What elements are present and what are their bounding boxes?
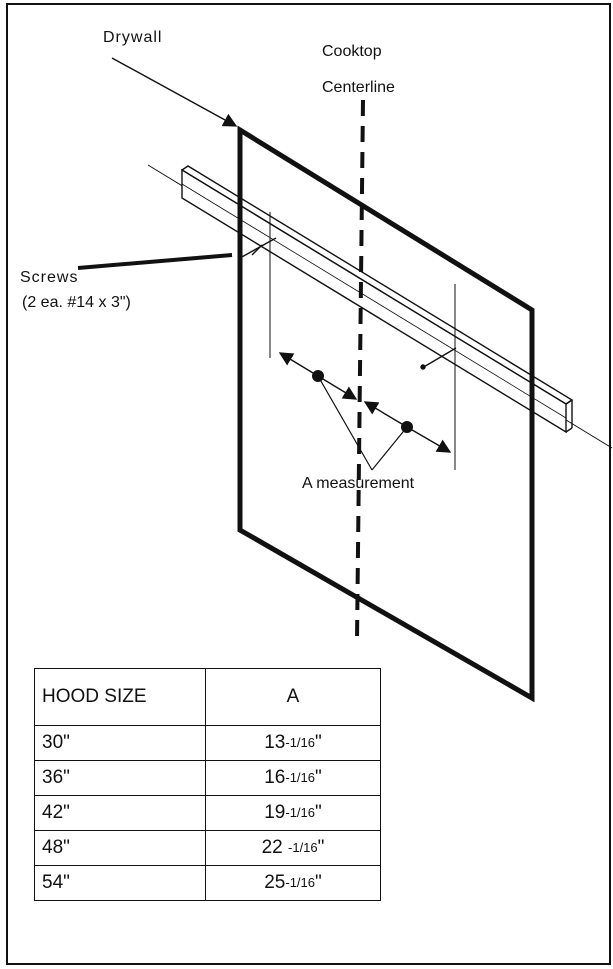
a-value-cell: 16-1/16"	[205, 760, 381, 796]
table-row: 30" 13-1/16"	[34, 725, 381, 761]
a-value-whole: 25	[264, 872, 286, 893]
drywall-panel	[237, 125, 535, 703]
a-value-cell: 13-1/16"	[205, 725, 381, 761]
hood-size-table: HOOD SIZE A 30" 13-1/16" 36" 16-1/16" 42…	[34, 668, 381, 901]
hood-size-cell: 30"	[34, 725, 206, 761]
screws-label: Screws	[20, 269, 79, 286]
a-value-inch: "	[317, 837, 325, 858]
a-value-fraction: -1/16	[285, 805, 316, 820]
table-row: 48" 22 -1/16"	[34, 830, 381, 866]
screws-callout-line	[77, 253, 233, 270]
a-value-whole: 19	[264, 802, 286, 823]
column-header-a: A	[205, 668, 381, 726]
drywall-callout-arrow	[111, 57, 238, 127]
table-header-row: HOOD SIZE A	[34, 668, 381, 726]
a-value-inch: "	[315, 732, 322, 753]
a-value-fraction: -1/16	[288, 840, 318, 855]
centerline-label: Centerline	[322, 79, 395, 96]
a-value-inch: "	[315, 802, 322, 823]
a-value-inch: "	[315, 872, 322, 893]
a-value-whole: 22	[261, 837, 289, 858]
a-value-cell: 25-1/16"	[205, 865, 381, 901]
page-frame	[6, 3, 611, 965]
hood-size-cell: 42"	[34, 795, 206, 831]
screws-detail-label: (2 ea. #14 x 3")	[22, 294, 131, 311]
a-value-whole: 13	[264, 732, 286, 753]
dimension-arrow-left-a	[278, 352, 319, 377]
dimension-arrow-left-b	[317, 375, 358, 400]
hood-size-cell: 36"	[34, 760, 206, 796]
a-value-fraction: -1/16	[285, 770, 316, 785]
hood-size-cell: 54"	[34, 865, 206, 901]
a-value-cell: 22 -1/16"	[205, 830, 381, 866]
column-header-hood-size: HOOD SIZE	[34, 668, 206, 726]
screw-right	[420, 347, 457, 370]
dimension-arrow-right-b	[406, 426, 452, 453]
drywall-label: Drywall	[103, 29, 163, 46]
cooktop-label: Cooktop	[322, 43, 382, 60]
mounting-board	[180, 165, 574, 434]
hood-size-cell: 48"	[34, 830, 206, 866]
a-value-cell: 19-1/16"	[205, 795, 381, 831]
a-value-whole: 16	[264, 767, 286, 788]
dimension-arrow-right-a	[363, 401, 408, 428]
table-row: 36" 16-1/16"	[34, 760, 381, 796]
a-leader-right	[371, 426, 408, 471]
cooktop-centerline	[355, 99, 365, 641]
a-measurement-label: A measurement	[302, 475, 415, 492]
a-value-fraction: -1/16	[285, 735, 316, 750]
a-value-fraction: -1/16	[285, 875, 316, 890]
table-row: 42" 19-1/16"	[34, 795, 381, 831]
table-row: 54" 25-1/16"	[34, 865, 381, 901]
a-value-inch: "	[315, 767, 322, 788]
a-leader-left	[317, 375, 373, 471]
